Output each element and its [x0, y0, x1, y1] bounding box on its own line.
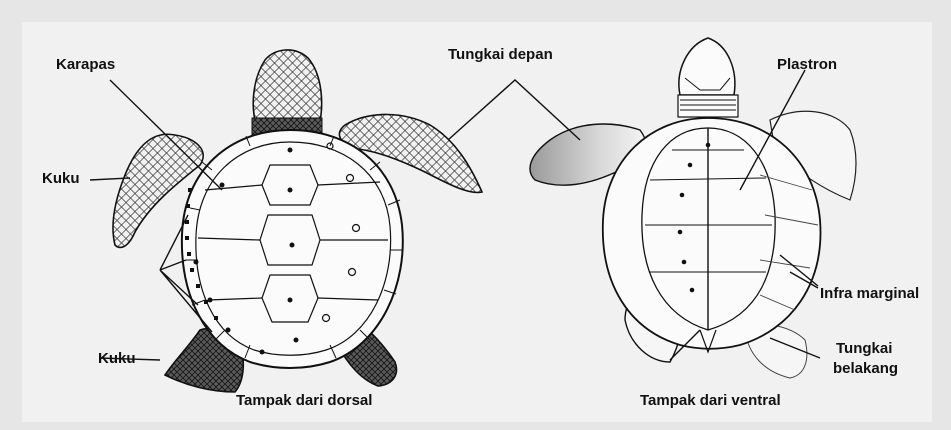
ventral-head	[679, 38, 735, 95]
caption-dorsal: Tampak dari dorsal	[236, 392, 372, 409]
label-kuku-top: Kuku	[42, 170, 80, 187]
label-karapas: Karapas	[56, 56, 115, 73]
turtle-dorsal-view	[113, 50, 482, 392]
ventral-shell-outline	[603, 118, 821, 349]
carapace-outline	[182, 130, 403, 368]
label-tungkai-belakang-line1: Tungkai	[836, 340, 892, 357]
label-plastron: Plastron	[777, 56, 837, 73]
label-infra-marginal: Infra marginal	[820, 285, 919, 302]
label-tungkai-belakang-line2: belakang	[833, 360, 898, 377]
caption-ventral: Tampak dari ventral	[640, 392, 781, 409]
turtle-ventral-view	[530, 38, 856, 378]
label-tungkai-depan: Tungkai depan	[448, 46, 553, 63]
leader-tungkai-depan	[448, 80, 580, 140]
label-kuku-bottom: Kuku	[98, 350, 136, 367]
